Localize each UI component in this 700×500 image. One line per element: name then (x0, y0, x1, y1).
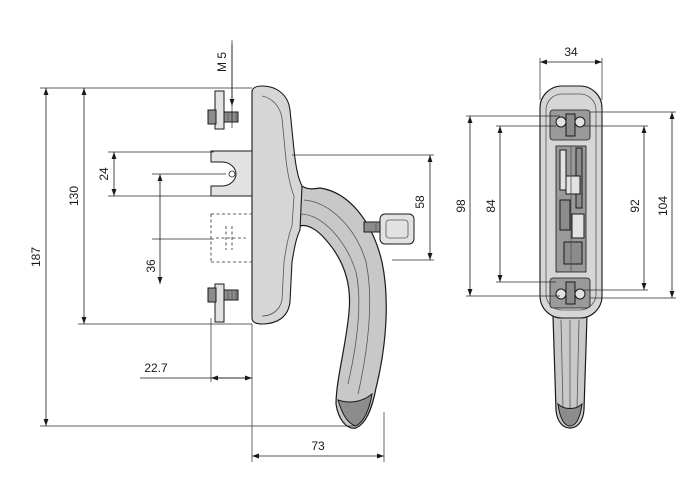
dim-total-height: 187 (29, 247, 43, 267)
spindle-square (210, 150, 253, 197)
lock-pin-hidden (210, 213, 252, 263)
key-stem (363, 221, 381, 233)
screw-bottom (207, 283, 239, 323)
front-screw-bottom (549, 277, 591, 309)
dim-projection: 73 (311, 439, 325, 453)
dim-plate-height: 130 (67, 186, 81, 206)
screw-top-head (207, 109, 217, 125)
handle-lever (288, 169, 387, 429)
dim-plate-span: 104 (656, 196, 670, 216)
handle-tip (337, 392, 373, 427)
side-view: 187 130 24 36 M 5 58 22.7 73 (29, 40, 434, 462)
front-handle-tip (557, 402, 583, 427)
dim-outer-span: 98 (454, 199, 468, 213)
front-mechanism (555, 145, 587, 273)
screw-top (207, 90, 239, 130)
screw-top-thread (223, 111, 239, 123)
handle-lever-edge (299, 213, 360, 385)
dim-inner-span: 84 (484, 199, 498, 213)
rosette-plate (251, 85, 303, 325)
screw-bottom-thread (223, 289, 239, 301)
dim-depth: 22.7 (144, 361, 168, 375)
rosette-inner-line (261, 95, 295, 317)
screw-bottom-head (207, 287, 217, 303)
key-bow-inner (385, 219, 409, 239)
dim-width: 34 (564, 45, 578, 59)
dim-screw-span: 92 (628, 199, 642, 213)
handle-lever-ridge (303, 199, 371, 395)
dim-thread: M 5 (215, 52, 229, 72)
screw-bottom-washer (214, 283, 225, 323)
spindle-center (228, 170, 236, 178)
dim-pin-length: 36 (144, 259, 158, 273)
front-plate-inner (545, 93, 597, 311)
front-screw-top (549, 109, 591, 141)
key-bow (379, 213, 415, 245)
key (363, 213, 415, 245)
dim-spindle-offset: 24 (97, 167, 111, 181)
front-view: 34 98 84 92 104 (454, 45, 676, 429)
dim-key-height: 58 (413, 195, 427, 209)
